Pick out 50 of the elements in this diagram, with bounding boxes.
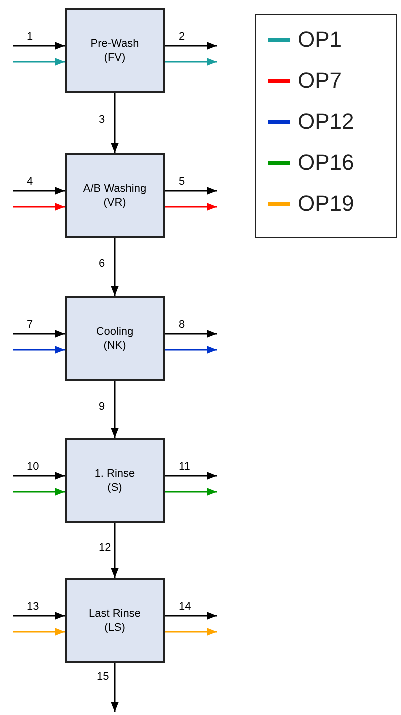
edge-label: 4 [27,176,34,188]
arrow [165,628,217,636]
edge-label: 10 [27,461,40,473]
arrow [165,346,217,354]
edge-label: 5 [179,176,186,188]
arrow [13,488,65,496]
edge-label: 6 [99,258,106,270]
arrow [13,42,65,50]
arrow [165,58,217,66]
arrow [13,346,65,354]
arrow [111,381,119,438]
edge-label: 11 [179,461,190,473]
edge-label: 12 [99,542,112,554]
process-box: Last Rinse (LS) [65,578,165,663]
arrow [111,663,119,712]
arrow [13,330,65,338]
arrow [165,472,217,480]
arrow [165,488,217,496]
arrow [165,330,217,338]
arrow [111,523,119,578]
legend-label: OP16 [298,150,354,176]
process-box: Pre-Wash (FV) [65,8,165,93]
edge-label: 9 [99,400,106,412]
arrow [13,203,65,211]
legend-label: OP7 [298,68,342,94]
process-box: Cooling (NK) [65,296,165,381]
edge-label: 3 [99,114,106,126]
edge-label: 13 [27,601,40,613]
arrow [165,612,217,620]
legend-label: OP12 [298,109,354,135]
edge-label: 14 [179,601,192,613]
arrow [13,628,65,636]
arrow [165,203,217,211]
process-box: A/B Washing (VR) [65,153,165,238]
arrow [13,58,65,66]
arrow [165,42,217,50]
arrow [165,187,217,195]
edge-label: 15 [97,671,110,683]
arrow [111,93,119,153]
arrow [13,187,65,195]
arrow [13,472,65,480]
arrow [13,612,65,620]
edge-label: 8 [179,319,186,331]
arrow [111,238,119,296]
edge-label: 7 [27,319,34,331]
legend-label: OP1 [298,27,342,53]
process-box: 1. Rinse (S) [65,438,165,523]
edge-label: 2 [179,31,186,43]
edge-label: 1 [27,31,34,43]
legend-label: OP19 [298,191,354,217]
